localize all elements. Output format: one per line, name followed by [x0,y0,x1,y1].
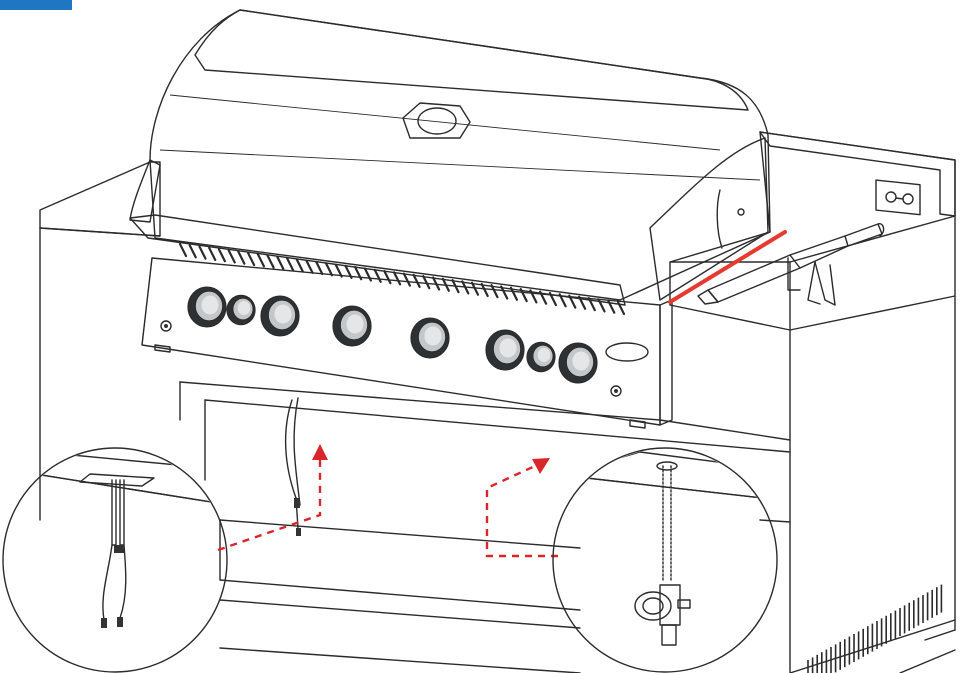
vent-slot [334,263,343,278]
control-knob [187,286,227,328]
control-knob [526,341,556,373]
vent-slot [256,253,265,268]
knob-row [187,286,598,384]
control-knob [260,295,300,337]
countertop [39,161,161,237]
corner-tab [0,0,72,10]
vent-slot [587,297,596,312]
callout-arrows [217,444,558,558]
backsplash-right [759,131,956,217]
control-knob [332,305,372,347]
vent-slot [188,244,197,259]
vent-slot [373,268,382,283]
control-knob [410,317,450,359]
vent-slot [422,275,431,290]
control-knob [226,294,256,326]
vent-slot [568,294,577,309]
cabinet-vent [807,584,943,673]
vent-slot [208,246,217,261]
vent-slot [324,262,334,277]
vent-slot [383,270,392,285]
grill-head [129,9,771,429]
vent-slot [315,260,324,276]
gas-hoses-detail [2,447,228,673]
igniter-row [160,320,622,397]
grill-lid-top [194,9,749,111]
vent-slot [509,286,518,301]
gas-hoses [284,397,301,536]
vent-slot [519,288,528,303]
vent-slot [266,254,275,269]
grill-lid [149,9,771,301]
vent-slot [490,284,499,299]
vent-slot [286,257,295,272]
vent-slot [480,282,489,298]
control-panel-side [659,299,673,426]
vent-slot [500,285,509,300]
lid-handle [402,102,471,139]
vent-slot [578,295,587,310]
brand-emblem [605,342,649,362]
outlet-icon [875,179,921,216]
vent-slot [597,298,606,313]
vent-slot [217,248,226,263]
lid-side [649,137,769,301]
vent-slot [432,276,441,291]
igniter-button [160,320,172,332]
vent-slot [616,300,626,316]
vent-slot [295,258,304,273]
vent-slot [237,250,246,265]
gas-regulator-icon [634,584,691,646]
control-knob [485,329,525,371]
vent-slot [178,242,188,258]
control-knob [558,342,598,384]
vent-slot [402,272,411,287]
vent-slot [247,251,256,267]
vent-slot [412,273,421,288]
vent-slot [607,299,616,314]
island-cabinet [39,131,956,673]
vent-slot [305,259,314,274]
caulk-bead [668,230,787,304]
igniter-button [610,385,622,397]
vent-slot [470,281,480,296]
vent-slot [227,249,236,264]
regulator-detail [552,447,778,673]
caulk-gun-icon [697,223,885,306]
vent-slot [276,255,285,270]
vent-slot [393,271,402,286]
vent-slot [198,245,207,260]
